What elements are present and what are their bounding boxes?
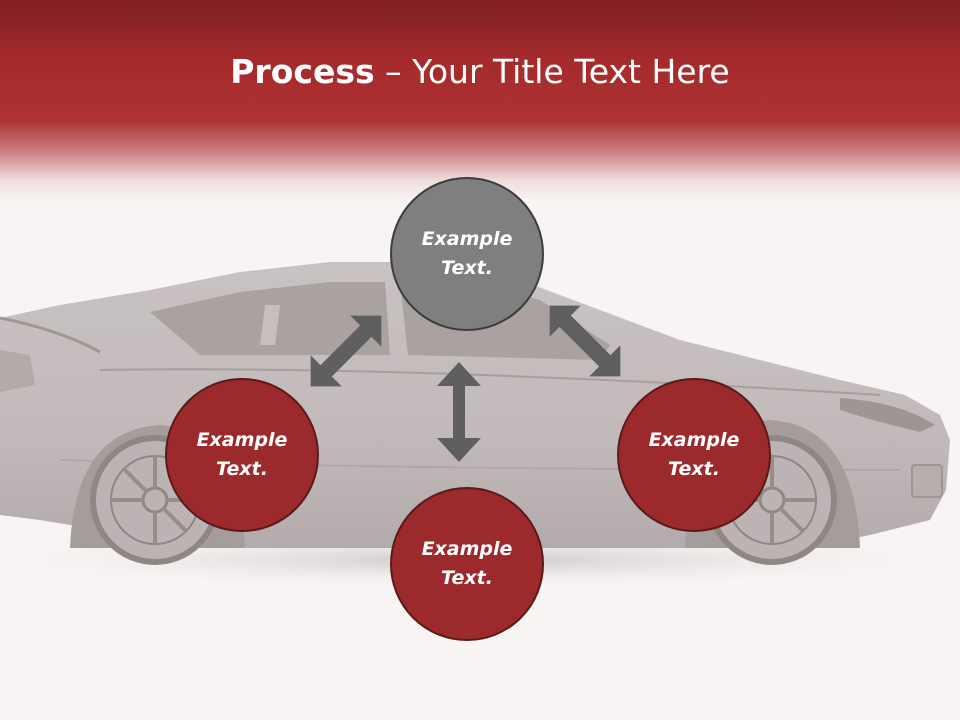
slide-title: Process – Your Title Text Here xyxy=(0,52,960,91)
process-node-left: Example Text. xyxy=(165,378,319,532)
double-arrow-left xyxy=(310,315,382,387)
process-node-bottom: Example Text. xyxy=(390,487,544,641)
process-node-top: Example Text. xyxy=(390,177,544,331)
node-label: Example Text. xyxy=(196,429,288,480)
double-arrow-vertical xyxy=(437,362,481,462)
title-rest: – Your Title Text Here xyxy=(374,52,730,91)
node-label: Example Text. xyxy=(648,429,740,480)
node-label: Example Text. xyxy=(421,538,513,589)
title-bold: Process xyxy=(230,52,375,91)
node-label: Example Text. xyxy=(421,228,513,279)
process-node-right: Example Text. xyxy=(617,378,771,532)
double-arrow-right xyxy=(549,305,621,377)
header-band xyxy=(0,0,960,200)
